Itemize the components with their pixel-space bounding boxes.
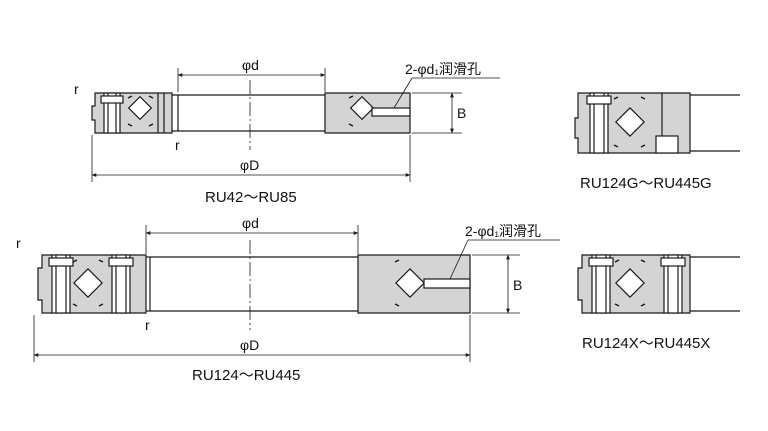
dim-D-bottom: φD	[240, 337, 259, 353]
dim-d-top: φd	[242, 57, 259, 73]
radius-r-bottom-inner: r	[145, 317, 150, 333]
roller	[127, 95, 153, 121]
dim-d-bottom: φd	[242, 215, 259, 231]
lube-hole-note-top: 2-φd₁润滑孔	[405, 61, 481, 77]
dim-B-top: B	[457, 105, 466, 121]
dim-B-bottom: B	[513, 277, 522, 293]
caption-ru124-ru445: RU124～RU445	[192, 367, 300, 384]
figure-ru124-ru445	[33, 225, 560, 362]
figure-ru124x-ru445x	[577, 254, 740, 314]
lube-hole-note-bottom: 2-φd₁润滑孔	[465, 223, 541, 239]
caption-ru124g-ru445g: RU124G～RU445G	[580, 175, 712, 192]
radius-r-top-outer: r	[74, 81, 79, 97]
radius-r-bottom-outer: r	[16, 235, 21, 251]
radius-r-top-inner: r	[175, 137, 180, 153]
lube-hole	[371, 107, 411, 117]
dim-D-top: φD	[240, 157, 259, 173]
caption-ru42-ru85: RU42～RU85	[205, 189, 297, 206]
roller	[349, 95, 375, 121]
caption-ru124x-ru445x: RU124X～RU445X	[582, 335, 710, 352]
figure-ru124g-ru445g	[574, 92, 740, 154]
figure-ru42-ru85	[91, 68, 500, 182]
